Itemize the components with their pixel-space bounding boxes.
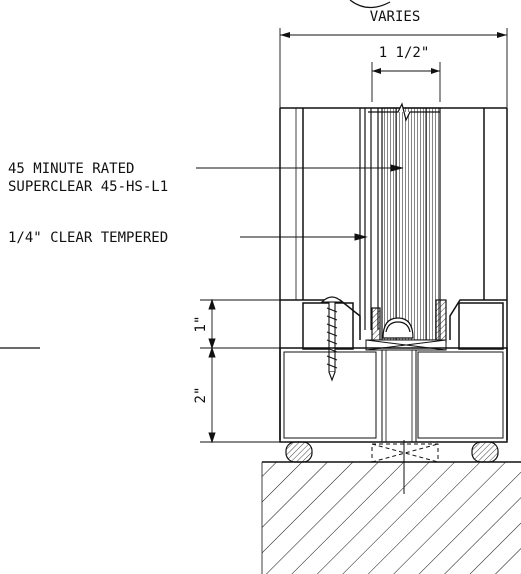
fastener-screw: [320, 296, 344, 382]
detail-bubble: [349, 0, 391, 9]
glazing-thickness-label: 1 1/2": [379, 45, 430, 61]
glazing-thickness-dimension: [371, 62, 441, 102]
rated-glass-unit: [381, 107, 441, 341]
break-line-symbol: [368, 102, 440, 122]
floor-substrate: [261, 461, 521, 574]
lower-height-label: 2": [193, 387, 209, 404]
tempered-glass-leader: [240, 233, 368, 241]
varies-dimension: [279, 28, 508, 110]
lower-height-dimension: [200, 346, 280, 444]
rated-glass-leader: [196, 164, 404, 172]
sill-profile: [279, 347, 508, 443]
tempered-glass-pane: [359, 108, 379, 330]
upper-height-dimension: [200, 298, 280, 350]
setting-block: [371, 299, 447, 343]
glazing-stop-profile: [280, 299, 507, 350]
tempered-glass-callout: 1/4" CLEAR TEMPERED: [8, 230, 168, 246]
rated-glass-callout-line1: 45 MINUTE RATED: [8, 161, 134, 177]
upper-height-label: 1": [193, 316, 209, 333]
rated-glass-callout-line2: SUPERCLEAR 45-HS-L1: [8, 179, 168, 195]
varies-label: VARIES: [370, 9, 421, 25]
bottom-seals: [285, 441, 499, 463]
